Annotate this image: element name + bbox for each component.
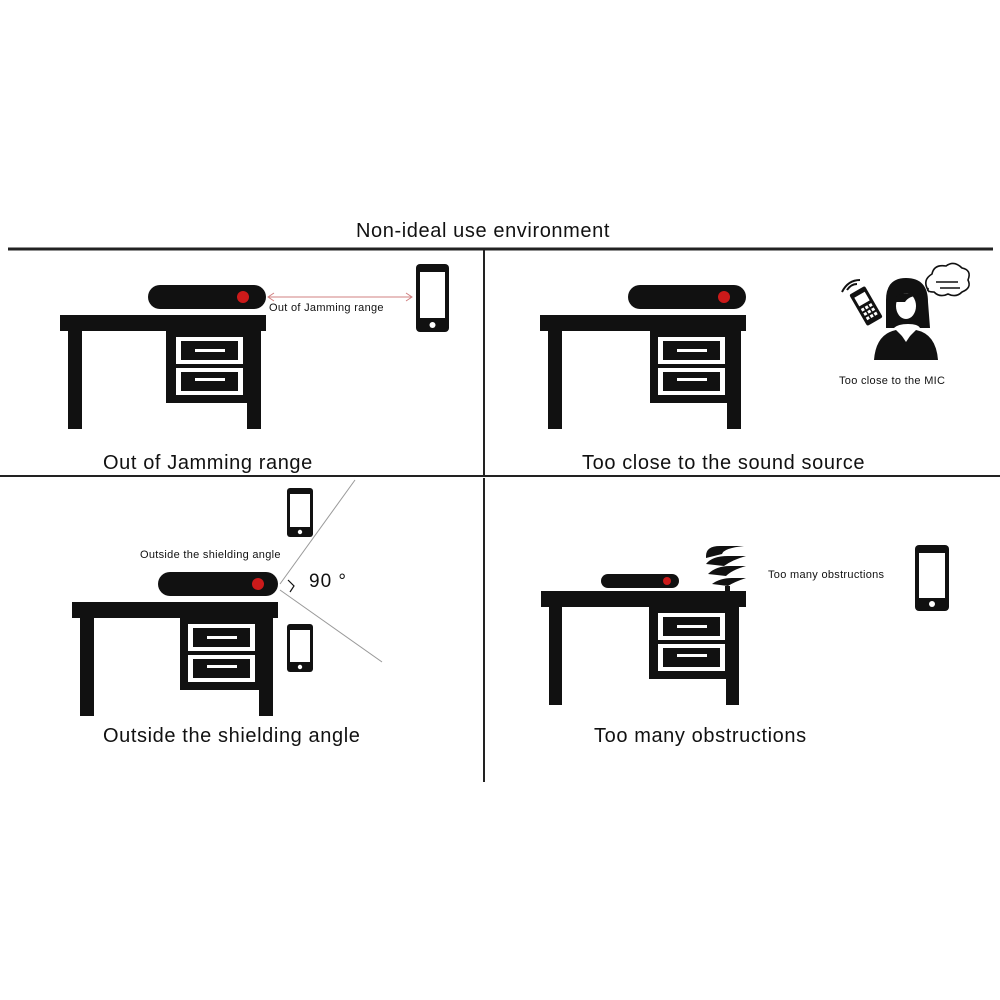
speech-cloud-icon xyxy=(917,262,970,299)
shielding-angle-lines xyxy=(279,479,383,663)
caption-too-many-obstructions: Too many obstructions xyxy=(594,725,807,747)
annotation-outside-shielding-angle: Outside the shielding angle xyxy=(140,549,281,561)
annotation-too-close-to-mic: Too close to the MIC xyxy=(839,375,946,387)
jammer-device xyxy=(628,285,746,309)
desk-top-right xyxy=(540,315,746,429)
caption-outside-shielding-angle: Outside the shielding angle xyxy=(103,725,361,747)
obstruction-icon xyxy=(706,546,746,606)
person-phone-icon xyxy=(841,278,938,360)
desk-bottom-right xyxy=(541,591,746,705)
phone-icon xyxy=(287,624,313,672)
annotation-too-many-obstructions: Too many obstructions xyxy=(768,569,885,581)
range-arrow xyxy=(267,292,413,302)
phone-icon xyxy=(416,264,449,332)
jammer-device xyxy=(148,285,266,309)
jammer-device xyxy=(158,572,278,596)
phone-icon xyxy=(287,488,313,537)
phone-icon xyxy=(915,545,949,611)
desk-bottom-left xyxy=(72,602,278,716)
desk-top-left xyxy=(60,315,266,429)
angle-label: 90 ° xyxy=(309,571,348,592)
diagram-title: Non-ideal use environment xyxy=(355,220,611,242)
caption-out-of-jamming-range: Out of Jamming range xyxy=(103,452,313,474)
jammer-device xyxy=(601,574,679,588)
annotation-out-of-jamming-range: Out of Jamming range xyxy=(269,302,384,314)
caption-too-close-to-sound-source: Too close to the sound source xyxy=(582,452,866,474)
